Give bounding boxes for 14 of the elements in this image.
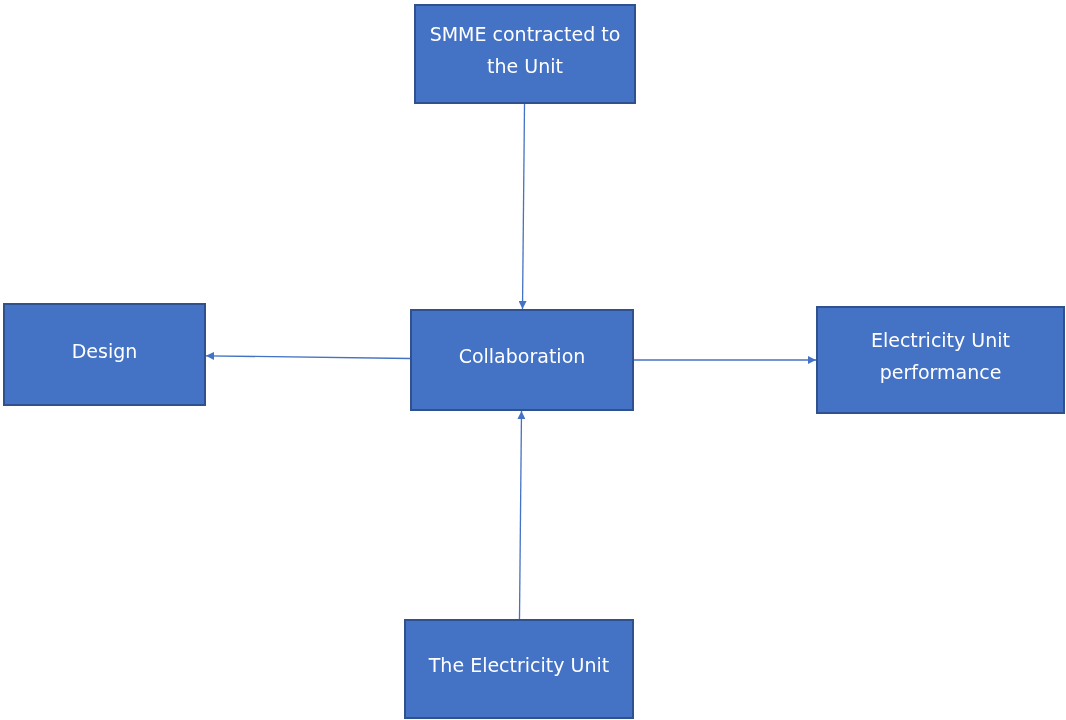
box-label: Collaboration bbox=[458, 344, 586, 369]
process-box bbox=[410, 309, 634, 411]
box-label: Design bbox=[71, 338, 138, 364]
box-label: The Electricity Unit bbox=[428, 653, 610, 678]
arrow bbox=[633, 356, 817, 364]
arrow bbox=[518, 103, 527, 310]
process-box bbox=[816, 306, 1065, 414]
process-box bbox=[414, 4, 636, 104]
box-label: Electricity Unit performance bbox=[869, 328, 1012, 385]
process-box bbox=[3, 303, 206, 406]
arrow bbox=[205, 351, 411, 360]
box-label: SMME contracted to the Unit bbox=[428, 22, 622, 79]
process-box bbox=[404, 619, 634, 719]
arrow bbox=[517, 410, 526, 620]
